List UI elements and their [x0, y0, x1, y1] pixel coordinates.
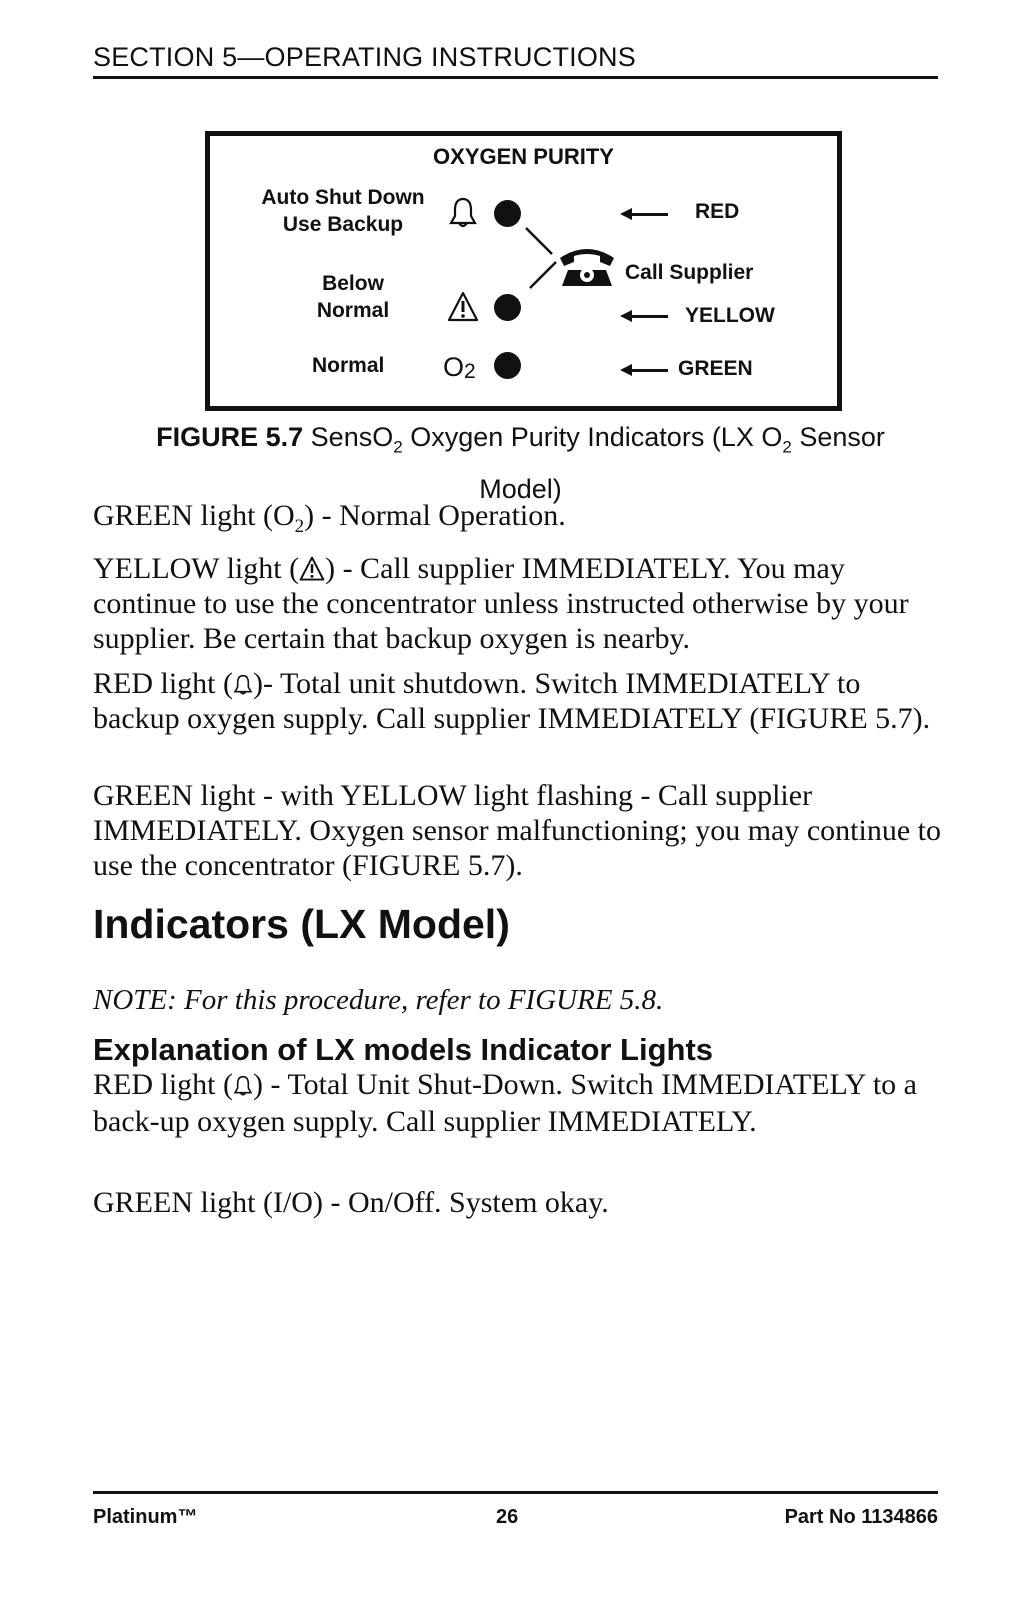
footer-divider [93, 1491, 938, 1494]
figure-caption: FIGURE 5.7 SensO2 Oxygen Purity Indicato… [156, 422, 885, 505]
page-number: 26 [496, 1506, 519, 1528]
figure-title: OXYGEN PURITY [433, 144, 614, 169]
yellow-light-paragraph: YELLOW light () - Call supplier IMMEDIAT… [93, 552, 909, 655]
section-heading: Indicators (LX Model) [93, 901, 510, 947]
yellow-label: YELLOW [685, 304, 775, 327]
footer-product-name: Platinum™ [93, 1506, 198, 1528]
auto-shut-down-label: Auto Shut Down Use Backup [261, 186, 425, 236]
lx-red-light-paragraph: RED light () - Total Unit Shut-Down. Swi… [93, 1068, 917, 1138]
normal-label: Normal [312, 354, 385, 377]
warning-triangle-icon [447, 291, 479, 322]
lx-green-light-paragraph: GREEN light (I/O) - On/Off. System okay. [93, 1186, 609, 1219]
green-label: GREEN [678, 357, 753, 380]
green-light-paragraph: GREEN light (O2) - Normal Operation. [93, 499, 566, 537]
red-light-paragraph: RED light ()- Total unit shutdown. Switc… [93, 667, 931, 735]
warning-triangle-icon [299, 556, 325, 581]
green-flashing-paragraph: GREEN light - with YELLOW light flashing… [93, 779, 941, 882]
arrow-left-icon [620, 310, 668, 322]
procedure-note: NOTE: For this procedure, refer to FIGUR… [93, 984, 664, 1016]
section-header: SECTION 5—OPERATING INSTRUCTIONS [93, 40, 938, 79]
bell-icon [233, 1075, 253, 1096]
yellow-indicator-light [494, 294, 521, 321]
part-number: Part No 1134866 [784, 1506, 938, 1528]
telephone-icon [560, 249, 614, 286]
below-normal-label: Below Normal [316, 272, 390, 322]
subsection-heading: Explanation of LX models Indicator Light… [93, 1032, 714, 1067]
connector-lines [525, 227, 557, 289]
arrow-left-icon [620, 364, 668, 376]
o2-symbol: O2 [443, 352, 476, 383]
oxygen-purity-figure: OXYGEN PURITY Auto Shut Down Use Backup … [205, 131, 842, 411]
red-label: RED [695, 200, 740, 223]
bell-icon [233, 674, 253, 695]
bell-icon [449, 197, 477, 228]
arrow-left-icon [620, 208, 668, 220]
call-supplier-label: Call Supplier [625, 261, 754, 284]
red-indicator-light [494, 200, 521, 227]
green-indicator-light [494, 352, 521, 379]
